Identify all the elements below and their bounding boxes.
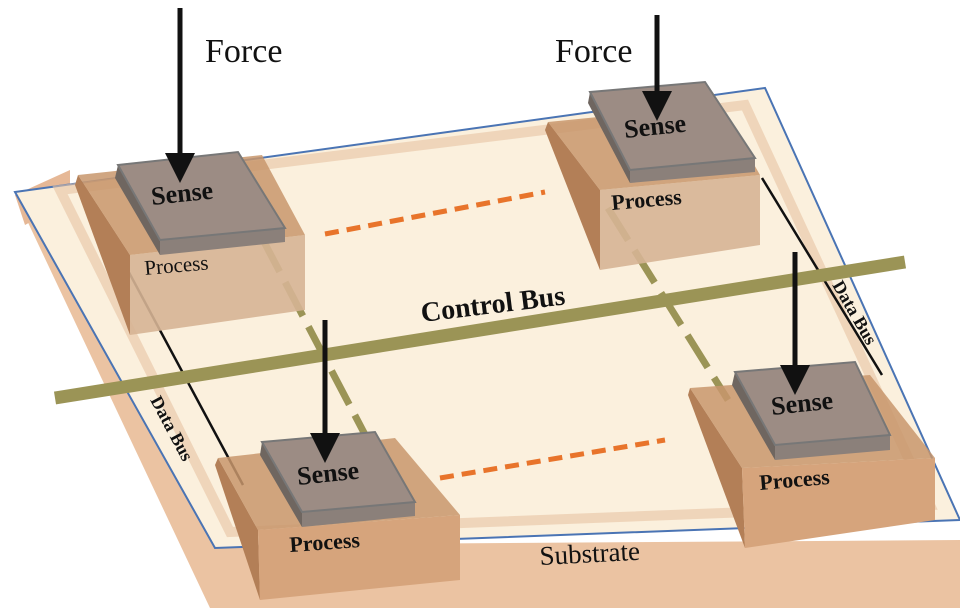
dashed-link-bottom — [439, 437, 666, 481]
process-block-side — [688, 388, 745, 548]
process-block-front — [258, 515, 460, 600]
sense-chip-front — [160, 228, 285, 255]
control-link-left — [258, 236, 376, 450]
process-label: Process — [289, 527, 361, 557]
force-label-right: Force — [555, 33, 632, 70]
process-block-front — [742, 458, 935, 548]
sense-chip-front — [302, 502, 415, 527]
sense-chip-top — [588, 80, 757, 172]
process-block-side — [545, 122, 600, 270]
process-label: Process — [610, 184, 683, 215]
sense-chip-side — [732, 372, 775, 460]
sense-chip-top — [733, 360, 892, 447]
sense-chip-top — [116, 150, 287, 242]
sense-chip-bottom-right: Sense — [732, 360, 892, 460]
process-label: Process — [758, 464, 831, 495]
sense-chip-top-right: Sense — [588, 80, 757, 183]
sense-chip-front — [630, 158, 755, 183]
dashed-link-top — [324, 189, 546, 237]
process-label: Process — [143, 250, 209, 280]
sense-chip-side — [588, 92, 630, 183]
sense-chip-side — [260, 442, 302, 527]
sense-chip-front — [775, 435, 890, 460]
sense-chip-bottom-left: Sense — [260, 430, 417, 527]
process-block-side — [75, 175, 130, 335]
process-block-front — [130, 235, 305, 335]
substrate-label: Substrate — [539, 536, 641, 571]
control-bus — [53, 255, 907, 405]
process-block-side — [215, 458, 260, 600]
substrate-front-edge — [15, 195, 960, 608]
process-block-front — [600, 175, 760, 270]
sense-chip-top-left: Sense — [115, 150, 287, 255]
force-label-left: Force — [205, 33, 282, 70]
sense-chip-side — [115, 165, 160, 255]
